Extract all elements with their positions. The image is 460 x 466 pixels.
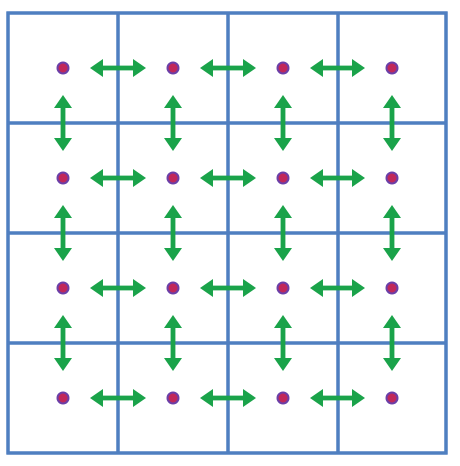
nodes xyxy=(56,61,399,405)
vertical-arrow-c3-r1-r2 xyxy=(274,95,292,151)
horizontal-arrow-r2-c2-c3 xyxy=(200,169,256,187)
horizontal-arrow-r4-c1-c2 xyxy=(90,389,146,407)
node-r2-c1 xyxy=(56,171,70,185)
horizontal-arrow-r3-c1-c2 xyxy=(90,279,146,297)
node-r2-c3 xyxy=(276,171,290,185)
vertical-arrow-c4-r3-r4 xyxy=(383,315,401,371)
node-r1-c1 xyxy=(56,61,70,75)
vertical-arrow-c3-r3-r4 xyxy=(274,315,292,371)
vertical-arrow-c1-r3-r4 xyxy=(54,315,72,371)
node-r2-c4 xyxy=(385,171,399,185)
vertical-arrow-c4-r2-r3 xyxy=(383,205,401,261)
horizontal-arrow-r1-c2-c3 xyxy=(200,59,256,77)
node-r4-c4 xyxy=(385,391,399,405)
horizontal-arrow-r4-c3-c4 xyxy=(310,389,365,407)
node-r1-c4 xyxy=(385,61,399,75)
horizontal-arrow-r3-c2-c3 xyxy=(200,279,256,297)
vertical-arrow-c1-r1-r2 xyxy=(54,95,72,151)
vertical-arrow-c3-r2-r3 xyxy=(274,205,292,261)
node-r4-c2 xyxy=(166,391,180,405)
vertical-arrow-c1-r2-r3 xyxy=(54,205,72,261)
node-r4-c1 xyxy=(56,391,70,405)
node-r3-c2 xyxy=(166,281,180,295)
arrows xyxy=(54,59,401,407)
horizontal-arrow-r2-c1-c2 xyxy=(90,169,146,187)
node-r3-c3 xyxy=(276,281,290,295)
vertical-arrow-c4-r1-r2 xyxy=(383,95,401,151)
node-r4-c3 xyxy=(276,391,290,405)
node-r1-c2 xyxy=(166,61,180,75)
node-r1-c3 xyxy=(276,61,290,75)
horizontal-arrow-r2-c3-c4 xyxy=(310,169,365,187)
node-r3-c4 xyxy=(385,281,399,295)
vertical-arrow-c2-r2-r3 xyxy=(164,205,182,261)
horizontal-arrow-r1-c3-c4 xyxy=(310,59,365,77)
grid-lines xyxy=(6,11,448,455)
node-r3-c1 xyxy=(56,281,70,295)
vertical-arrow-c2-r3-r4 xyxy=(164,315,182,371)
horizontal-arrow-r4-c2-c3 xyxy=(200,389,256,407)
vertical-arrow-c2-r1-r2 xyxy=(164,95,182,151)
horizontal-arrow-r1-c1-c2 xyxy=(90,59,146,77)
horizontal-arrow-r3-c3-c4 xyxy=(310,279,365,297)
node-r2-c2 xyxy=(166,171,180,185)
